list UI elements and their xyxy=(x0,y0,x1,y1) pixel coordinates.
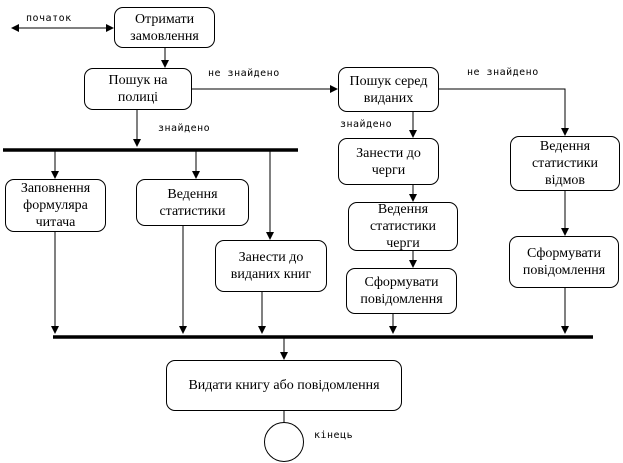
label-not-found-2: не знайдено xyxy=(467,67,539,78)
node-stats-queue: Ведення статистики черги xyxy=(348,202,458,251)
node-issue-book: Видати книгу або повідомлення xyxy=(166,360,402,411)
node-fill-form: Заповнення формуляра читача xyxy=(5,179,106,232)
end-node xyxy=(264,422,304,462)
label-not-found-1: не знайдено xyxy=(208,68,280,79)
node-stats-1: Ведення статистики xyxy=(136,179,249,226)
node-msg-queue: Сформувати повідомлення xyxy=(346,268,457,314)
edge-issued-to-refusals xyxy=(439,88,569,136)
label-start: початок xyxy=(26,13,72,24)
node-stats-refusals: Ведення статистики відмов xyxy=(510,136,620,191)
label-found-1: знайдено xyxy=(158,123,211,134)
node-msg-refusals: Сформувати повідомлення xyxy=(509,236,619,288)
node-search-shelf: Пошук на полиці xyxy=(84,68,192,110)
label-end: кінець xyxy=(314,430,354,441)
node-add-queue: Занести до черги xyxy=(338,138,439,185)
label-found-2: знайдено xyxy=(340,119,393,130)
node-receive-order: Отримати замовлення xyxy=(114,7,215,48)
node-search-issued: Пошук серед виданих xyxy=(338,67,439,112)
node-add-issued: Занести до виданих книг xyxy=(215,240,327,292)
